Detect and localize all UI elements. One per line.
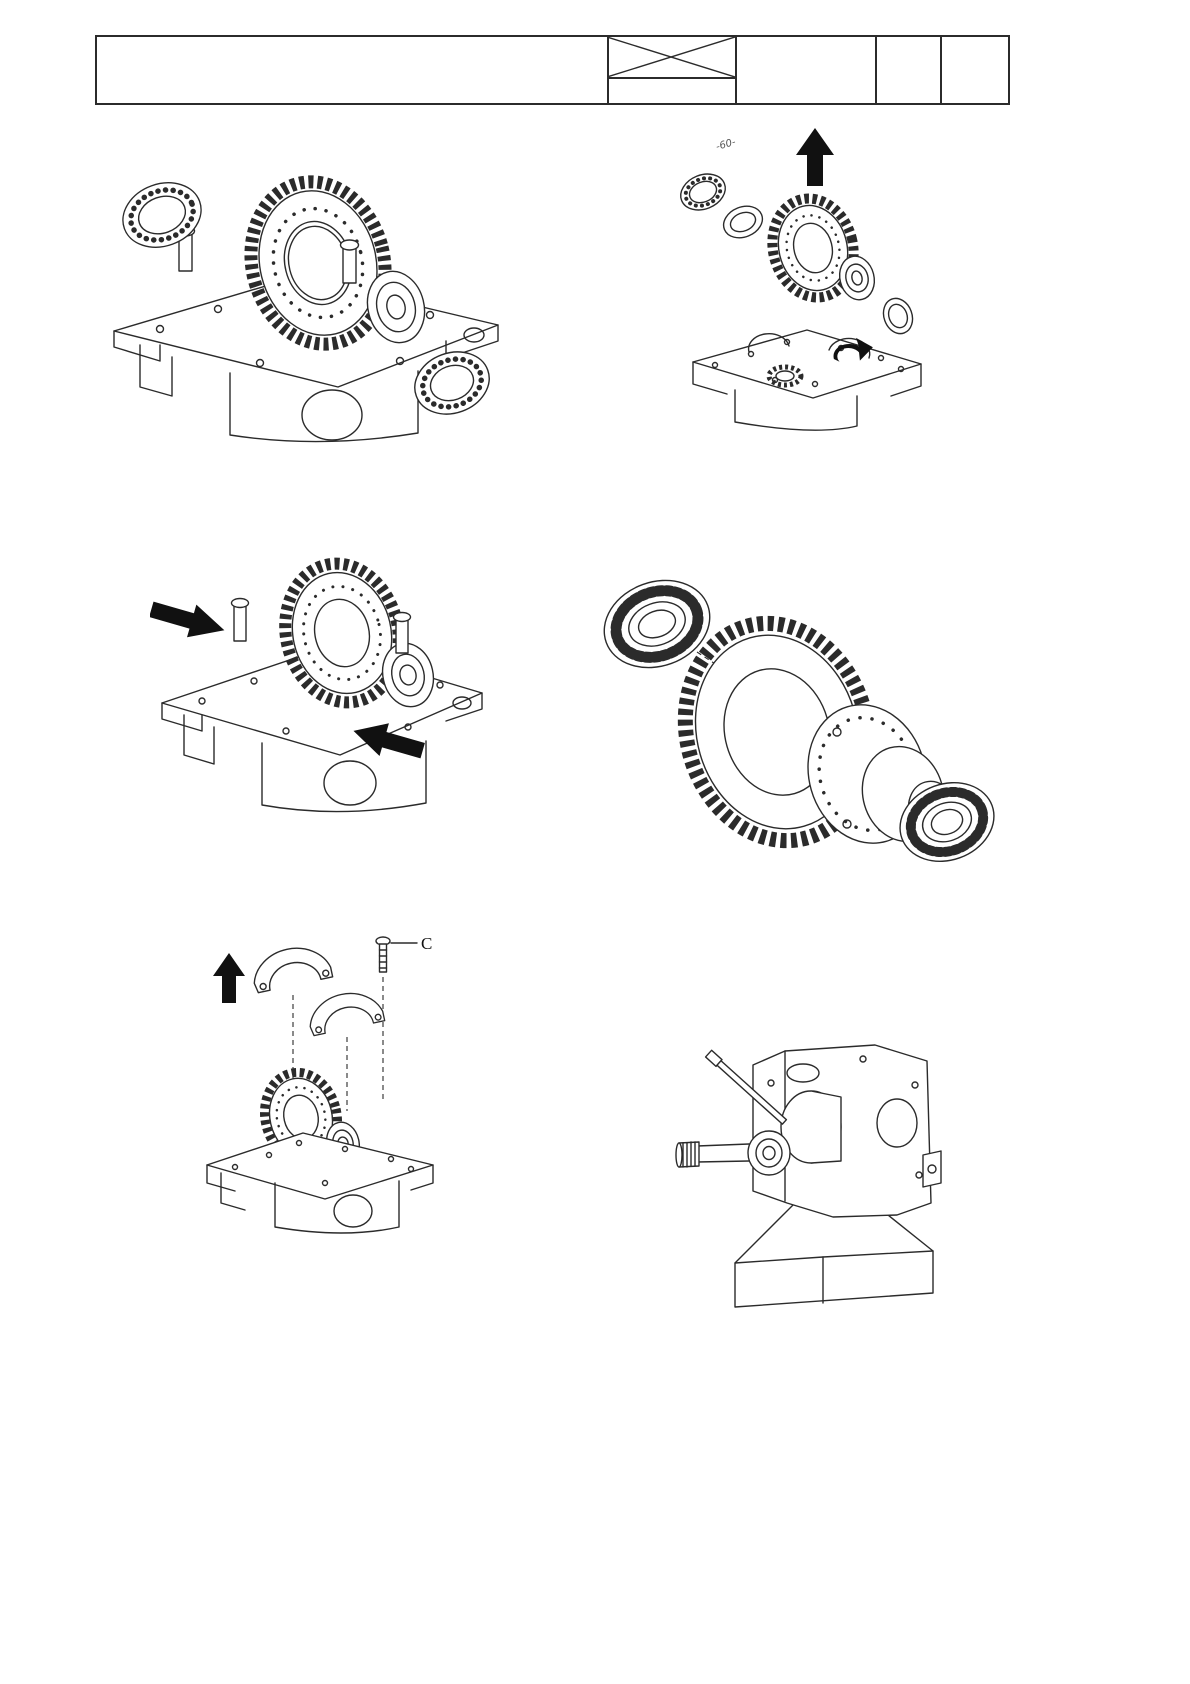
bolt-callout-label: C bbox=[421, 934, 432, 953]
header-cell-5 bbox=[940, 37, 1008, 103]
lift-arrow-icon bbox=[796, 128, 834, 186]
figure-differential-removal: -60- bbox=[665, 120, 935, 465]
figure-differential-on-carrier bbox=[100, 135, 510, 445]
carrier-housing bbox=[692, 329, 922, 431]
bearing-cap bbox=[253, 947, 334, 994]
tapered-roller-bearing-icon bbox=[603, 579, 711, 669]
header-cell-1 bbox=[97, 37, 607, 103]
bearing-race-icon bbox=[414, 351, 490, 415]
differential-hub-bearing bbox=[366, 270, 426, 344]
bearing-race-icon bbox=[680, 173, 726, 211]
figure-housing-on-stand bbox=[635, 1005, 955, 1315]
title-block-table bbox=[95, 35, 1010, 105]
differential-ring-gear bbox=[244, 175, 392, 351]
remove-arrow-icon bbox=[213, 953, 245, 1003]
press-arrow-left-icon bbox=[150, 601, 225, 638]
cap-bolt bbox=[375, 936, 391, 973]
table-divider bbox=[607, 37, 609, 103]
tapered-roller-bearing-icon bbox=[899, 781, 995, 863]
pencil-mark: -60- bbox=[715, 137, 738, 153]
bearing-cap-bolt bbox=[230, 597, 250, 642]
bearing-cap bbox=[309, 992, 386, 1037]
differential-ring-gear bbox=[279, 557, 405, 709]
press-arrow-right-icon bbox=[353, 723, 425, 759]
header-cell-4 bbox=[875, 37, 940, 103]
differential-ring-gear bbox=[767, 193, 859, 303]
bearing-race-icon bbox=[882, 297, 914, 335]
driver-rod-tool bbox=[704, 1049, 788, 1125]
table-divider bbox=[735, 37, 737, 103]
bearing-cap-bolt bbox=[392, 611, 412, 654]
bearing-race-icon bbox=[722, 205, 764, 239]
pinion-shaft bbox=[675, 1130, 791, 1176]
table-divider bbox=[940, 37, 942, 103]
header-cell-3 bbox=[735, 37, 875, 103]
figure-crown-wheel-exploded bbox=[585, 540, 1005, 875]
carrier-housing bbox=[206, 1132, 434, 1234]
figure-differential-press-points bbox=[150, 515, 490, 825]
bearing-race-icon bbox=[122, 182, 202, 248]
bearing-cap-bolt bbox=[339, 239, 360, 284]
table-divider bbox=[875, 37, 877, 103]
crossed-box-icon bbox=[607, 37, 735, 79]
bench-stand bbox=[734, 1186, 934, 1308]
rotate-arrow-icon bbox=[833, 337, 873, 362]
pinion-gear bbox=[766, 364, 804, 388]
figure-bearing-caps-removal: C bbox=[195, 915, 445, 1250]
pinion-cage bbox=[780, 1090, 842, 1164]
differential-hub-bearing bbox=[381, 642, 435, 708]
differential-hub-bearing bbox=[838, 255, 876, 301]
